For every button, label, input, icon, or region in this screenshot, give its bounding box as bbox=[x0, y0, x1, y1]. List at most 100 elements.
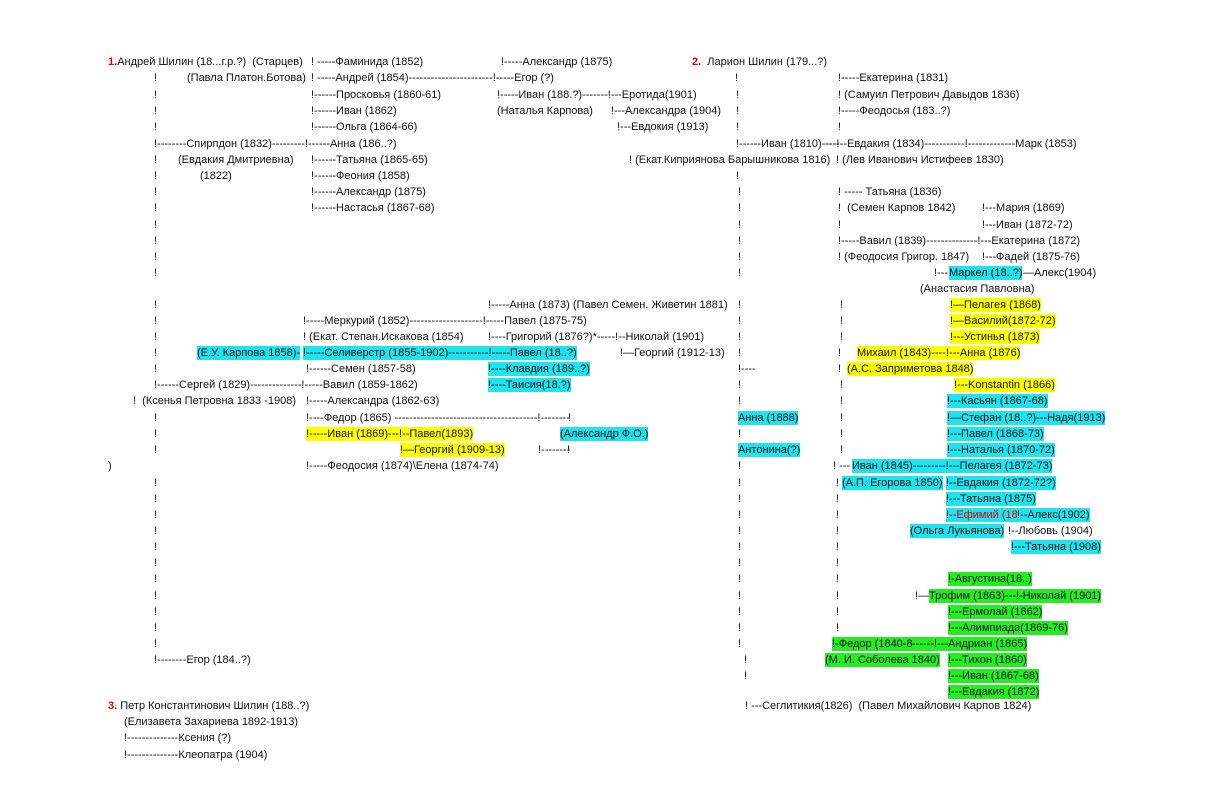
tree-line: ! -----Андрей (1854)--------------------… bbox=[311, 72, 554, 84]
tree-line: ! bbox=[154, 251, 158, 263]
tree-line: (Ольга Лукьянова) bbox=[910, 524, 1005, 538]
tree-line: ! bbox=[154, 202, 158, 214]
tree-line: ! bbox=[154, 89, 158, 101]
tree-line: ! -----Фаминида (1852) bbox=[311, 56, 424, 68]
tree-line: ! bbox=[744, 654, 748, 666]
tree-line: ! bbox=[154, 299, 158, 311]
tree-line: ! (Екат. Степан.Искакова (1854) bbox=[303, 331, 464, 343]
tree-line: ! bbox=[154, 606, 158, 618]
tree-line: !---Иван (1872-72) bbox=[982, 219, 1073, 231]
tree-line: (М. И. Соболева 1840) bbox=[825, 653, 940, 667]
tree-line: !--Алекс(1902) bbox=[1017, 508, 1090, 522]
tree-line: ! bbox=[840, 428, 844, 440]
tree-line: ! bbox=[154, 525, 158, 537]
tree-line: ! bbox=[836, 477, 840, 489]
tree-line: ! bbox=[738, 379, 742, 391]
tree-line: ! bbox=[154, 121, 158, 133]
tree-line: ! bbox=[836, 557, 840, 569]
tree-line: !-----Александр (1875) bbox=[501, 56, 613, 68]
tree-line: ! bbox=[738, 590, 742, 602]
tree-line: ! bbox=[154, 235, 158, 247]
tree-line: !------Иван (1810)----! bbox=[736, 138, 840, 150]
tree-line: ! bbox=[736, 170, 740, 182]
tree-line: !---Иван (1867-68) bbox=[948, 669, 1039, 683]
tree-line: ! (Ксенья Петровна 1833 -1908) bbox=[133, 395, 297, 407]
tree-line: ) bbox=[108, 460, 112, 472]
tree-line: ! bbox=[736, 121, 740, 133]
tree-line: ! bbox=[154, 412, 158, 424]
tree-line: ! bbox=[154, 170, 158, 182]
tree-line: ! bbox=[154, 331, 158, 343]
tree-line: ! bbox=[738, 186, 742, 198]
branch-2-head: 2. Ларион Шилин (179...?) bbox=[692, 55, 827, 69]
tree-line: (Анастасия Павловна) bbox=[920, 283, 1035, 295]
branch-3-head: 3. Петр Константинович Шилин (188..?) bbox=[108, 699, 309, 713]
tree-line: ! bbox=[836, 541, 840, 553]
tree-line: ! --- bbox=[833, 460, 851, 472]
tree-line: ! bbox=[568, 412, 572, 424]
tree-line: !------Ольга (1864-66) bbox=[311, 121, 418, 133]
branch-title: Ларион Шилин (179...?) bbox=[701, 56, 828, 68]
tree-line: ! bbox=[736, 89, 740, 101]
tree-line: ! bbox=[738, 331, 742, 343]
tree-line: ! bbox=[836, 525, 840, 537]
tree-line: ! bbox=[744, 670, 748, 682]
tree-line: ! bbox=[154, 105, 158, 117]
tree-line: ! bbox=[738, 299, 742, 311]
tree-line: ! bbox=[738, 202, 742, 214]
tree-line: !---Евдакия (1872) bbox=[948, 685, 1040, 699]
tree-line: !—Пелагея (1868) bbox=[950, 298, 1041, 312]
tree-line: ! ---Сеглитикия(1826) (Павел Михайлович … bbox=[745, 700, 1032, 712]
tree-line: !-----Иван (188.?)-------!---Еротида(190… bbox=[497, 89, 697, 101]
tree-line: !------Сергей (1829)--------------!-----… bbox=[154, 379, 418, 391]
tree-line: !---Тихон (1860) bbox=[948, 653, 1027, 667]
tree-line: ! bbox=[738, 606, 742, 618]
tree-line: (Александр Ф.О.) bbox=[560, 427, 649, 441]
tree-line: ! bbox=[838, 219, 842, 231]
tree-line: ------!---Андриан (1865) bbox=[912, 637, 1028, 651]
tree-line: !----Клавдия (189..?) bbox=[488, 362, 590, 376]
tree-line: ! bbox=[738, 219, 742, 231]
tree-line: !---Konstantin (1866) bbox=[954, 378, 1055, 392]
tree-line: !--- bbox=[934, 267, 949, 279]
tree-line: !---Татьяна (1908) bbox=[1011, 540, 1101, 554]
tree-line: ! bbox=[735, 72, 739, 84]
tree-line: !-----Феодосия (1874)\Елена (1874-74) bbox=[306, 460, 499, 472]
tree-line: !---Фадей (1875-76) bbox=[982, 251, 1080, 263]
tree-line: !---Александра (1904) bbox=[611, 105, 722, 117]
tree-line: ! bbox=[154, 477, 158, 489]
tree-line: ! bbox=[738, 477, 742, 489]
branch-number: 1. bbox=[108, 56, 118, 68]
tree-line: ! ----- Татьяна (1836) bbox=[838, 186, 942, 198]
tree-line: ! bbox=[840, 395, 844, 407]
tree-line: !-----Феодосья (183..?) bbox=[838, 105, 951, 117]
tree-line: !------Семен (1857-58) bbox=[306, 363, 416, 375]
tree-line: !-Августина(18..) bbox=[948, 572, 1032, 586]
tree-line: !---Павел (1868-73) bbox=[947, 427, 1044, 441]
tree-line: (А.С. Заприметова 1848) bbox=[847, 362, 974, 376]
tree-line: ! bbox=[840, 379, 844, 391]
tree-line: ! bbox=[838, 121, 842, 133]
tree-line: —Алекс(1904) bbox=[1023, 267, 1097, 279]
tree-line: ! bbox=[738, 557, 742, 569]
tree-line: ! bbox=[840, 331, 844, 343]
tree-line: (Е.У. Карпова 1858)- bbox=[197, 346, 301, 360]
tree-line: ! bbox=[836, 573, 840, 585]
tree-line: ! bbox=[836, 622, 840, 634]
tree-line: !-Федор (1840-88) bbox=[832, 637, 923, 651]
tree-line: !------Феония (1858) bbox=[311, 170, 410, 182]
tree-line: ------Евдакия (1834)-----------!--------… bbox=[825, 138, 1077, 150]
tree-line: ! bbox=[840, 299, 844, 311]
tree-line: !-----Меркурий (1852)-------------------… bbox=[303, 315, 587, 327]
tree-line: !----Григорий (1876?)*-----!--Николай (1… bbox=[488, 331, 704, 343]
tree-line: ! bbox=[154, 186, 158, 198]
tree-line: ! bbox=[738, 267, 742, 279]
tree-line: !-----Вавил (1839)--------------!---Екат… bbox=[838, 235, 1081, 247]
tree-line: ! bbox=[154, 557, 158, 569]
tree-line: ! bbox=[738, 493, 742, 505]
tree-line: ! bbox=[154, 154, 158, 166]
tree-line: ! (Семен Карпов 1842) bbox=[838, 202, 956, 214]
tree-line: ! bbox=[154, 315, 158, 327]
tree-line: ! bbox=[738, 525, 742, 537]
